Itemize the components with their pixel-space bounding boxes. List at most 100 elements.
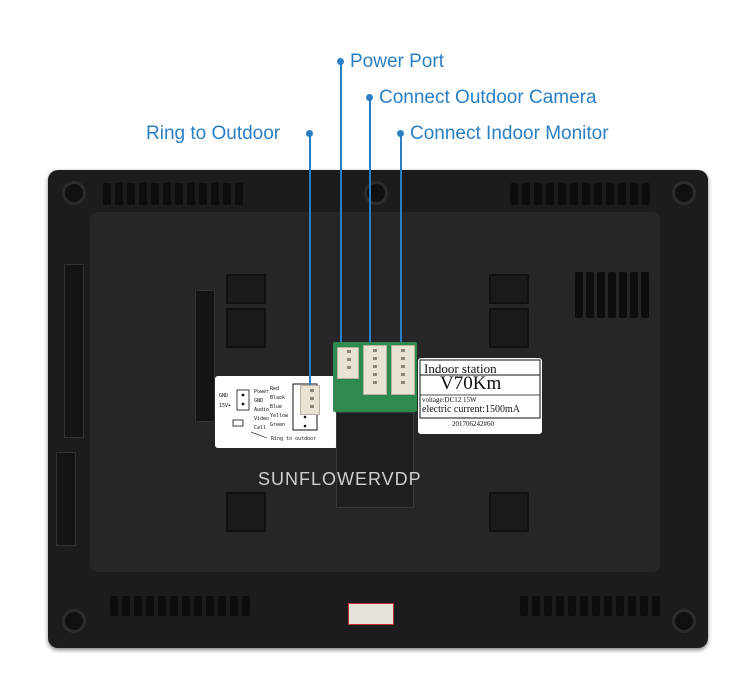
- vent-slot: [242, 596, 250, 616]
- connector-pin: [347, 358, 351, 361]
- screw-top-right: [672, 181, 696, 205]
- mount-hole-2: [489, 308, 529, 348]
- mount-hole-1: [226, 308, 266, 348]
- side-slot-upper: [64, 264, 84, 438]
- vent-slot: [556, 596, 564, 616]
- power-connector: [337, 347, 359, 379]
- vent-slot: [235, 183, 243, 205]
- label-frame: [419, 359, 541, 419]
- connector-pin: [373, 357, 377, 360]
- connector-pin: [401, 365, 405, 368]
- vent-slot: [546, 183, 554, 205]
- connector-pin: [347, 350, 351, 353]
- ring-outdoor-line: [309, 133, 311, 389]
- vent-slot: [628, 596, 636, 616]
- vent-slot: [608, 272, 616, 318]
- outdoor-camera-connector: [363, 345, 387, 395]
- vent-slot: [619, 272, 627, 318]
- label-model: V70Km: [440, 373, 502, 394]
- vent-slot: [606, 183, 614, 205]
- power-port-line: [340, 61, 342, 349]
- side-slot-lower: [56, 452, 76, 546]
- vent-slot: [532, 596, 540, 616]
- indoor-monitor-line: [400, 133, 402, 349]
- vent-slot: [568, 596, 576, 616]
- vent-slot: [110, 596, 118, 616]
- vent-slot: [103, 183, 111, 205]
- outdoor-camera-line: [369, 97, 371, 349]
- connector-pin: [401, 349, 405, 352]
- vent-slot: [206, 596, 214, 616]
- vent-slot: [616, 596, 624, 616]
- mount-hole-6: [489, 274, 529, 304]
- vent-slot: [230, 596, 238, 616]
- vent-slot: [158, 596, 166, 616]
- vent-slot: [122, 596, 130, 616]
- vent-slot: [520, 596, 528, 616]
- label-serial: 201706242#60: [452, 420, 494, 428]
- ring-outdoor-label: Ring to Outdoor: [146, 123, 281, 144]
- mount-hole-3: [226, 492, 266, 532]
- label-voltage: voltage:DC12 15W: [422, 396, 477, 404]
- vent-slot: [575, 272, 583, 318]
- vent-slot: [618, 183, 626, 205]
- vent-slot: [570, 183, 578, 205]
- connector-pin: [310, 397, 314, 400]
- brand-watermark: SUNFLOWERVDP: [258, 469, 422, 489]
- video-text: Video: [254, 416, 270, 422]
- vent-slot: [522, 183, 530, 205]
- connector-pin: [373, 365, 377, 368]
- connector-pin: [373, 381, 377, 384]
- audio-text: Audio: [254, 407, 270, 413]
- vent-slot: [594, 183, 602, 205]
- vent-slot: [544, 596, 552, 616]
- vent-slot: [211, 183, 219, 205]
- product-label: Indoor station V70Km voltage:DC12 15W el…: [418, 358, 542, 434]
- qc-sticker: [348, 603, 394, 625]
- gnd2-text: GND: [254, 398, 264, 404]
- vent-slot: [510, 183, 518, 205]
- vent-slot: [175, 183, 183, 205]
- pcb-shield: [336, 412, 414, 508]
- vent-slot: [223, 183, 231, 205]
- vent-slot: [115, 183, 123, 205]
- connector-pin: [347, 366, 351, 369]
- vent-slot: [218, 596, 226, 616]
- mount-hole-4: [489, 492, 529, 532]
- vent-slot: [170, 596, 178, 616]
- vent-slot: [199, 183, 207, 205]
- label-title: Indoor station: [424, 361, 497, 376]
- vent-slot: [534, 183, 542, 205]
- vent-slot: [139, 183, 147, 205]
- vent-slot: [604, 596, 612, 616]
- label-current: electric current:1500mA: [422, 404, 521, 415]
- green-text: Green: [270, 422, 286, 428]
- connector-pin: [310, 405, 314, 408]
- power-text: Power: [254, 389, 270, 395]
- vent-slot: [558, 183, 566, 205]
- vent-slot: [597, 272, 605, 318]
- vent-slot: [592, 596, 600, 616]
- gnd-text: GND: [219, 393, 229, 399]
- blue-text: Blue: [270, 404, 283, 410]
- vent-slot: [652, 596, 660, 616]
- connector-pin: [401, 381, 405, 384]
- vent-slot: [163, 183, 171, 205]
- vent-slot: [127, 183, 135, 205]
- vent-slot: [641, 272, 649, 318]
- vent-slot: [146, 596, 154, 616]
- indoor-monitor-label: Connect Indoor Monitor: [410, 123, 609, 144]
- power-port-label: Power Port: [350, 51, 444, 72]
- vent-slot: [194, 596, 202, 616]
- vent-slot: [580, 596, 588, 616]
- vent-slot: [642, 183, 650, 205]
- black-text: Black: [270, 395, 286, 401]
- mount-hole-5: [226, 274, 266, 304]
- vent-slot: [151, 183, 159, 205]
- vent-slot: [187, 183, 195, 205]
- connector-pin: [373, 349, 377, 352]
- vent-slot: [182, 596, 190, 616]
- connector-pin: [401, 373, 405, 376]
- screw-bottom-right: [672, 609, 696, 633]
- v15-text: 15V+: [219, 403, 232, 409]
